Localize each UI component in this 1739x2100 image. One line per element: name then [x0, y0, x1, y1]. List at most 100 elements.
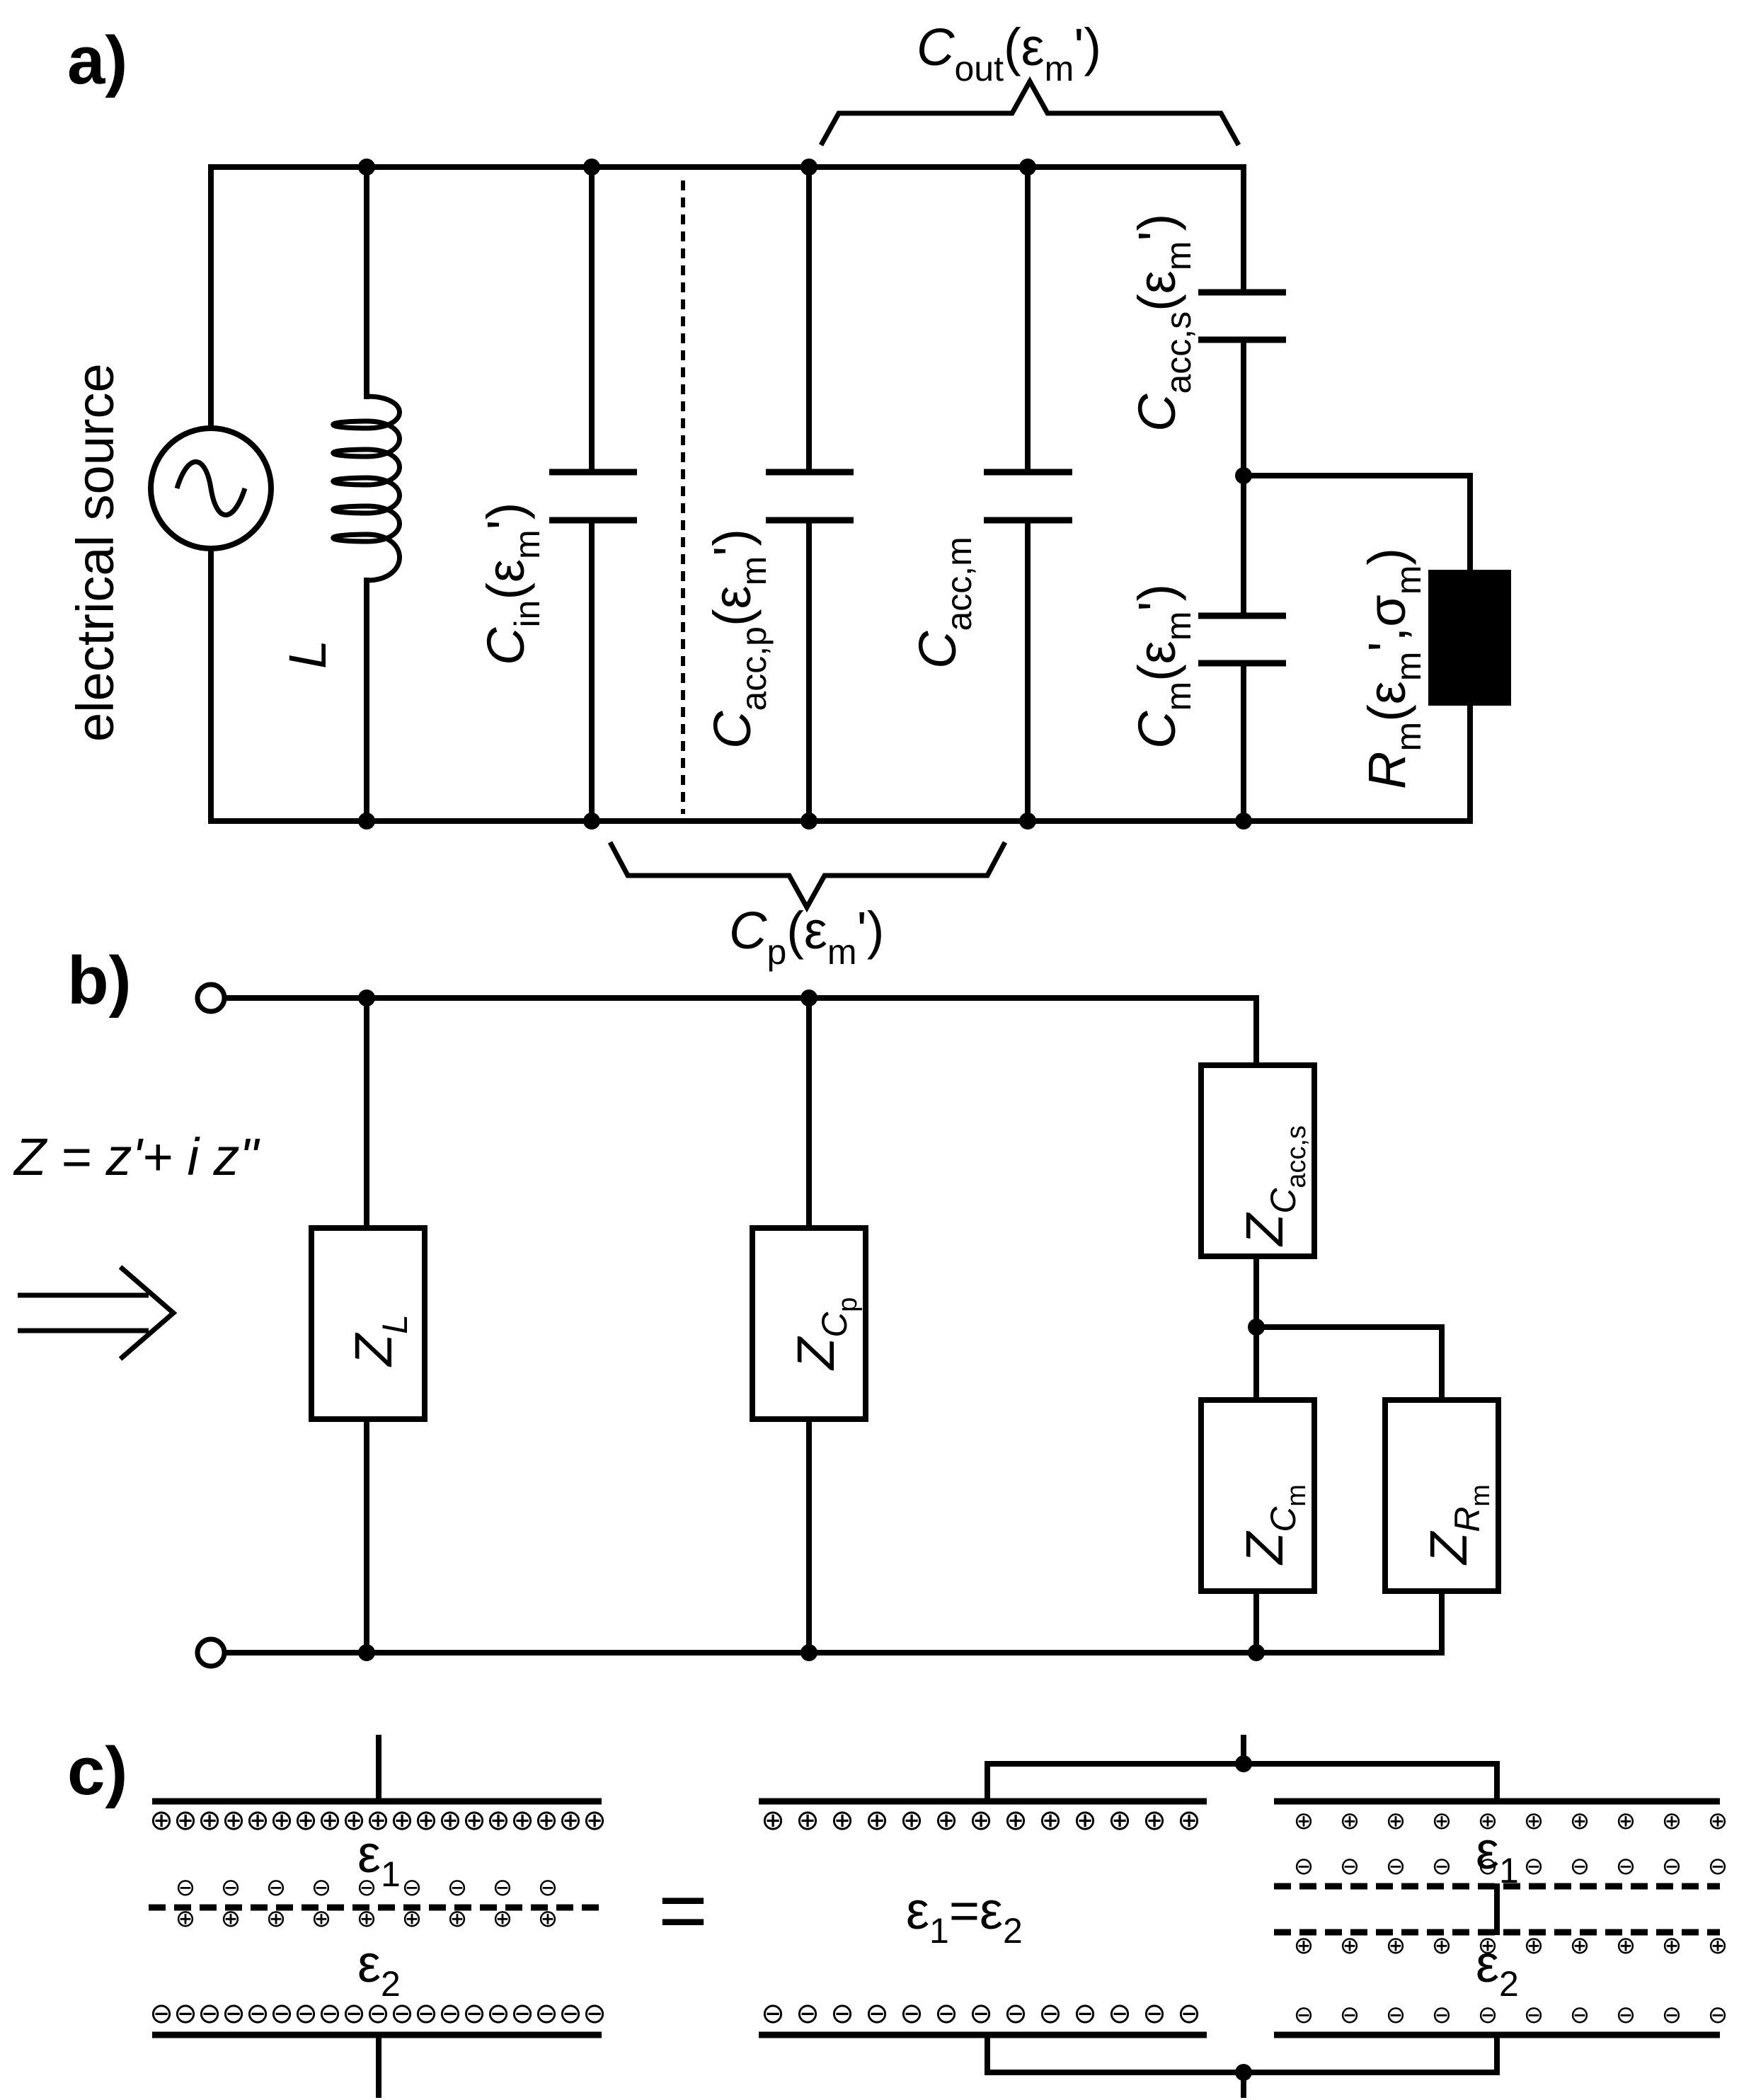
positive-charge-icon: ⊕ — [318, 1805, 342, 1836]
panel-a-junctions — [358, 159, 1252, 830]
positive-charge-icon: ⊕ — [390, 1805, 414, 1836]
positive-charge-icon: ⊕ — [342, 1805, 366, 1836]
positive-charge-icon: ⊕ — [761, 1805, 785, 1836]
positive-charge-icon: ⊕ — [830, 1805, 854, 1836]
negative-charge-icon: ⊖ — [761, 1998, 785, 2029]
positive-charge-icon: ⊕ — [510, 1805, 534, 1836]
terminal-bottom — [195, 1636, 227, 1669]
cp-label: Cp(εm') — [729, 901, 884, 972]
negative-charge-icon: ⊖ — [1038, 1998, 1062, 2029]
negative-charge-icon: ⊖ — [865, 1998, 889, 2029]
positive-charge-icon: ⊕ — [221, 1905, 241, 1932]
positive-charge-icon: ⊕ — [1108, 1805, 1132, 1836]
positive-charge-icon: ⊕ — [1038, 1805, 1062, 1836]
negative-charge-icon: ⊖ — [1294, 2002, 1314, 2029]
negative-charge-icon: ⊖ — [149, 1998, 173, 2029]
negative-charge-icon: ⊖ — [222, 1998, 246, 2029]
negative-charge-icon: ⊖ — [294, 1998, 318, 2029]
negative-charge-icon: ⊖ — [318, 1998, 342, 2029]
positive-charge-icon: ⊕ — [462, 1805, 486, 1836]
negative-charge-icon: ⊖ — [1662, 1853, 1682, 1880]
negative-charge-icon: ⊖ — [246, 1998, 270, 2029]
negative-charge-icon: ⊖ — [1524, 1853, 1544, 1880]
ac-source-symbol — [148, 425, 274, 551]
negative-charge-icon: ⊖ — [830, 1998, 854, 2029]
c-left-eps2: ε2 — [357, 1934, 401, 2004]
negative-charge-icon: ⊖ — [342, 1998, 366, 2029]
positive-charge-icon: ⊕ — [865, 1805, 889, 1836]
negative-charge-icon: ⊖ — [270, 1998, 294, 2029]
positive-charge-icon: ⊕ — [1142, 1805, 1166, 1836]
negative-charge-icon: ⊖ — [558, 1998, 582, 2029]
negative-charge-icon: ⊖ — [1340, 1853, 1360, 1880]
positive-charge-icon: ⊕ — [969, 1805, 993, 1836]
c-right-eps1: ε1 — [1476, 1821, 1519, 1890]
positive-charge-icon: ⊕ — [311, 1905, 332, 1932]
panel-b: b) Z = z'+ i z" ZL ZCp ZCacc,s — [13, 943, 1501, 1669]
negative-charge-icon: ⊖ — [1708, 2002, 1728, 2029]
negative-charge-icon: ⊖ — [390, 1998, 414, 2029]
negative-charge-icon: ⊖ — [486, 1998, 510, 2029]
positive-charge-icon: ⊕ — [1524, 1932, 1544, 1959]
positive-charge-icon: ⊕ — [534, 1805, 558, 1836]
positive-charge-icon: ⊕ — [1177, 1805, 1201, 1836]
positive-charge-icon: ⊕ — [1616, 1932, 1636, 1959]
impedance-equation: Z = z'+ i z" — [13, 1128, 260, 1186]
negative-charge-icon: ⊖ — [221, 1874, 241, 1901]
inductor-label: L — [278, 640, 337, 669]
c-right-eps2: ε2 — [1476, 1934, 1519, 2004]
positive-charge-icon: ⊕ — [934, 1805, 958, 1836]
cin-label: Cin(εm') — [476, 503, 547, 665]
positive-charge-icon: ⊕ — [270, 1805, 294, 1836]
zrm-label: ZRm — [1419, 1484, 1496, 1566]
negative-charge-icon: ⊖ — [1478, 1853, 1498, 1880]
negative-charge-icon: ⊖ — [538, 1874, 558, 1901]
negative-charge-icon: ⊖ — [534, 1998, 558, 2029]
negative-charge-icon: ⊖ — [438, 1998, 462, 2029]
negative-charge-icon: ⊖ — [1142, 1998, 1166, 2029]
positive-charge-icon: ⊕ — [1294, 1808, 1314, 1835]
panel-c: c) ⊕⊕⊕⊕⊕⊕⊕⊕⊕⊕⊕⊕⊕⊕⊕⊕⊕⊕⊕ ε1 ⊖⊖⊖⊖⊖⊖⊖⊖⊖ ⊕⊕⊕⊕… — [67, 1733, 1728, 2098]
zcp-box — [750, 1225, 868, 1422]
positive-charge-icon: ⊕ — [176, 1905, 196, 1932]
negative-charge-icon: ⊖ — [1294, 1853, 1314, 1880]
positive-charge-icon: ⊕ — [1616, 1808, 1636, 1835]
positive-charge-icon: ⊕ — [447, 1905, 468, 1932]
negative-charge-icon: ⊖ — [311, 1874, 332, 1901]
negative-charge-icon: ⊖ — [1662, 2002, 1682, 2029]
resistor-rm — [1428, 570, 1511, 706]
negative-charge-icon: ⊖ — [1108, 1998, 1132, 2029]
negative-charge-icon: ⊖ — [934, 1998, 958, 2029]
cacc-s-label: Cacc,s(εm') — [1127, 214, 1198, 432]
positive-charge-icon: ⊕ — [1004, 1805, 1028, 1836]
panel-a: a) electrical source L Cin(εm') Cacc,p(ε… — [66, 18, 1511, 972]
left-interface-positive-charges: ⊕⊕⊕⊕⊕⊕⊕⊕⊕ — [176, 1905, 558, 1932]
positive-charge-icon: ⊕ — [1708, 1932, 1728, 1959]
negative-charge-icon: ⊖ — [1004, 1998, 1028, 2029]
positive-charge-icon: ⊕ — [438, 1805, 462, 1836]
positive-charge-icon: ⊕ — [414, 1805, 438, 1836]
c-left-eps1: ε1 — [357, 1825, 401, 1894]
positive-charge-icon: ⊕ — [1073, 1805, 1097, 1836]
zcacc-s-box — [1198, 1062, 1317, 1259]
positive-charge-icon: ⊕ — [266, 1905, 287, 1932]
source-label: electrical source — [66, 363, 125, 742]
panel-c-label: c) — [67, 1733, 127, 1809]
zl-label: ZL — [344, 1314, 415, 1367]
negative-charge-icon: ⊖ — [1386, 2002, 1406, 2029]
zcp-label: ZCp — [786, 1297, 863, 1371]
left-positive-charges: ⊕⊕⊕⊕⊕⊕⊕⊕⊕⊕⊕⊕⊕⊕⊕⊕⊕⊕⊕ — [149, 1805, 607, 1836]
positive-charge-icon: ⊕ — [538, 1905, 558, 1932]
positive-charge-icon: ⊕ — [246, 1805, 270, 1836]
negative-charge-icon: ⊖ — [900, 1998, 924, 2029]
c-bottom-junction — [1235, 2064, 1252, 2081]
positive-charge-icon: ⊕ — [1570, 1932, 1590, 1959]
negative-charge-icon: ⊖ — [1340, 2002, 1360, 2029]
positive-charge-icon: ⊕ — [1662, 1808, 1682, 1835]
middle-negative-charges: ⊖⊖⊖⊖⊖⊖⊖⊖⊖⊖⊖⊖⊖ — [761, 1998, 1201, 2029]
negative-charge-icon: ⊖ — [1386, 1853, 1406, 1880]
right-interface2-positive-charges: ⊕⊕⊕⊕⊕⊕⊕⊕⊕⊕ — [1294, 1932, 1728, 1959]
right-negative-charges: ⊖⊖⊖⊖⊖⊖⊖⊖⊖⊖ — [1294, 2002, 1728, 2029]
negative-charge-icon: ⊖ — [969, 1998, 993, 2029]
